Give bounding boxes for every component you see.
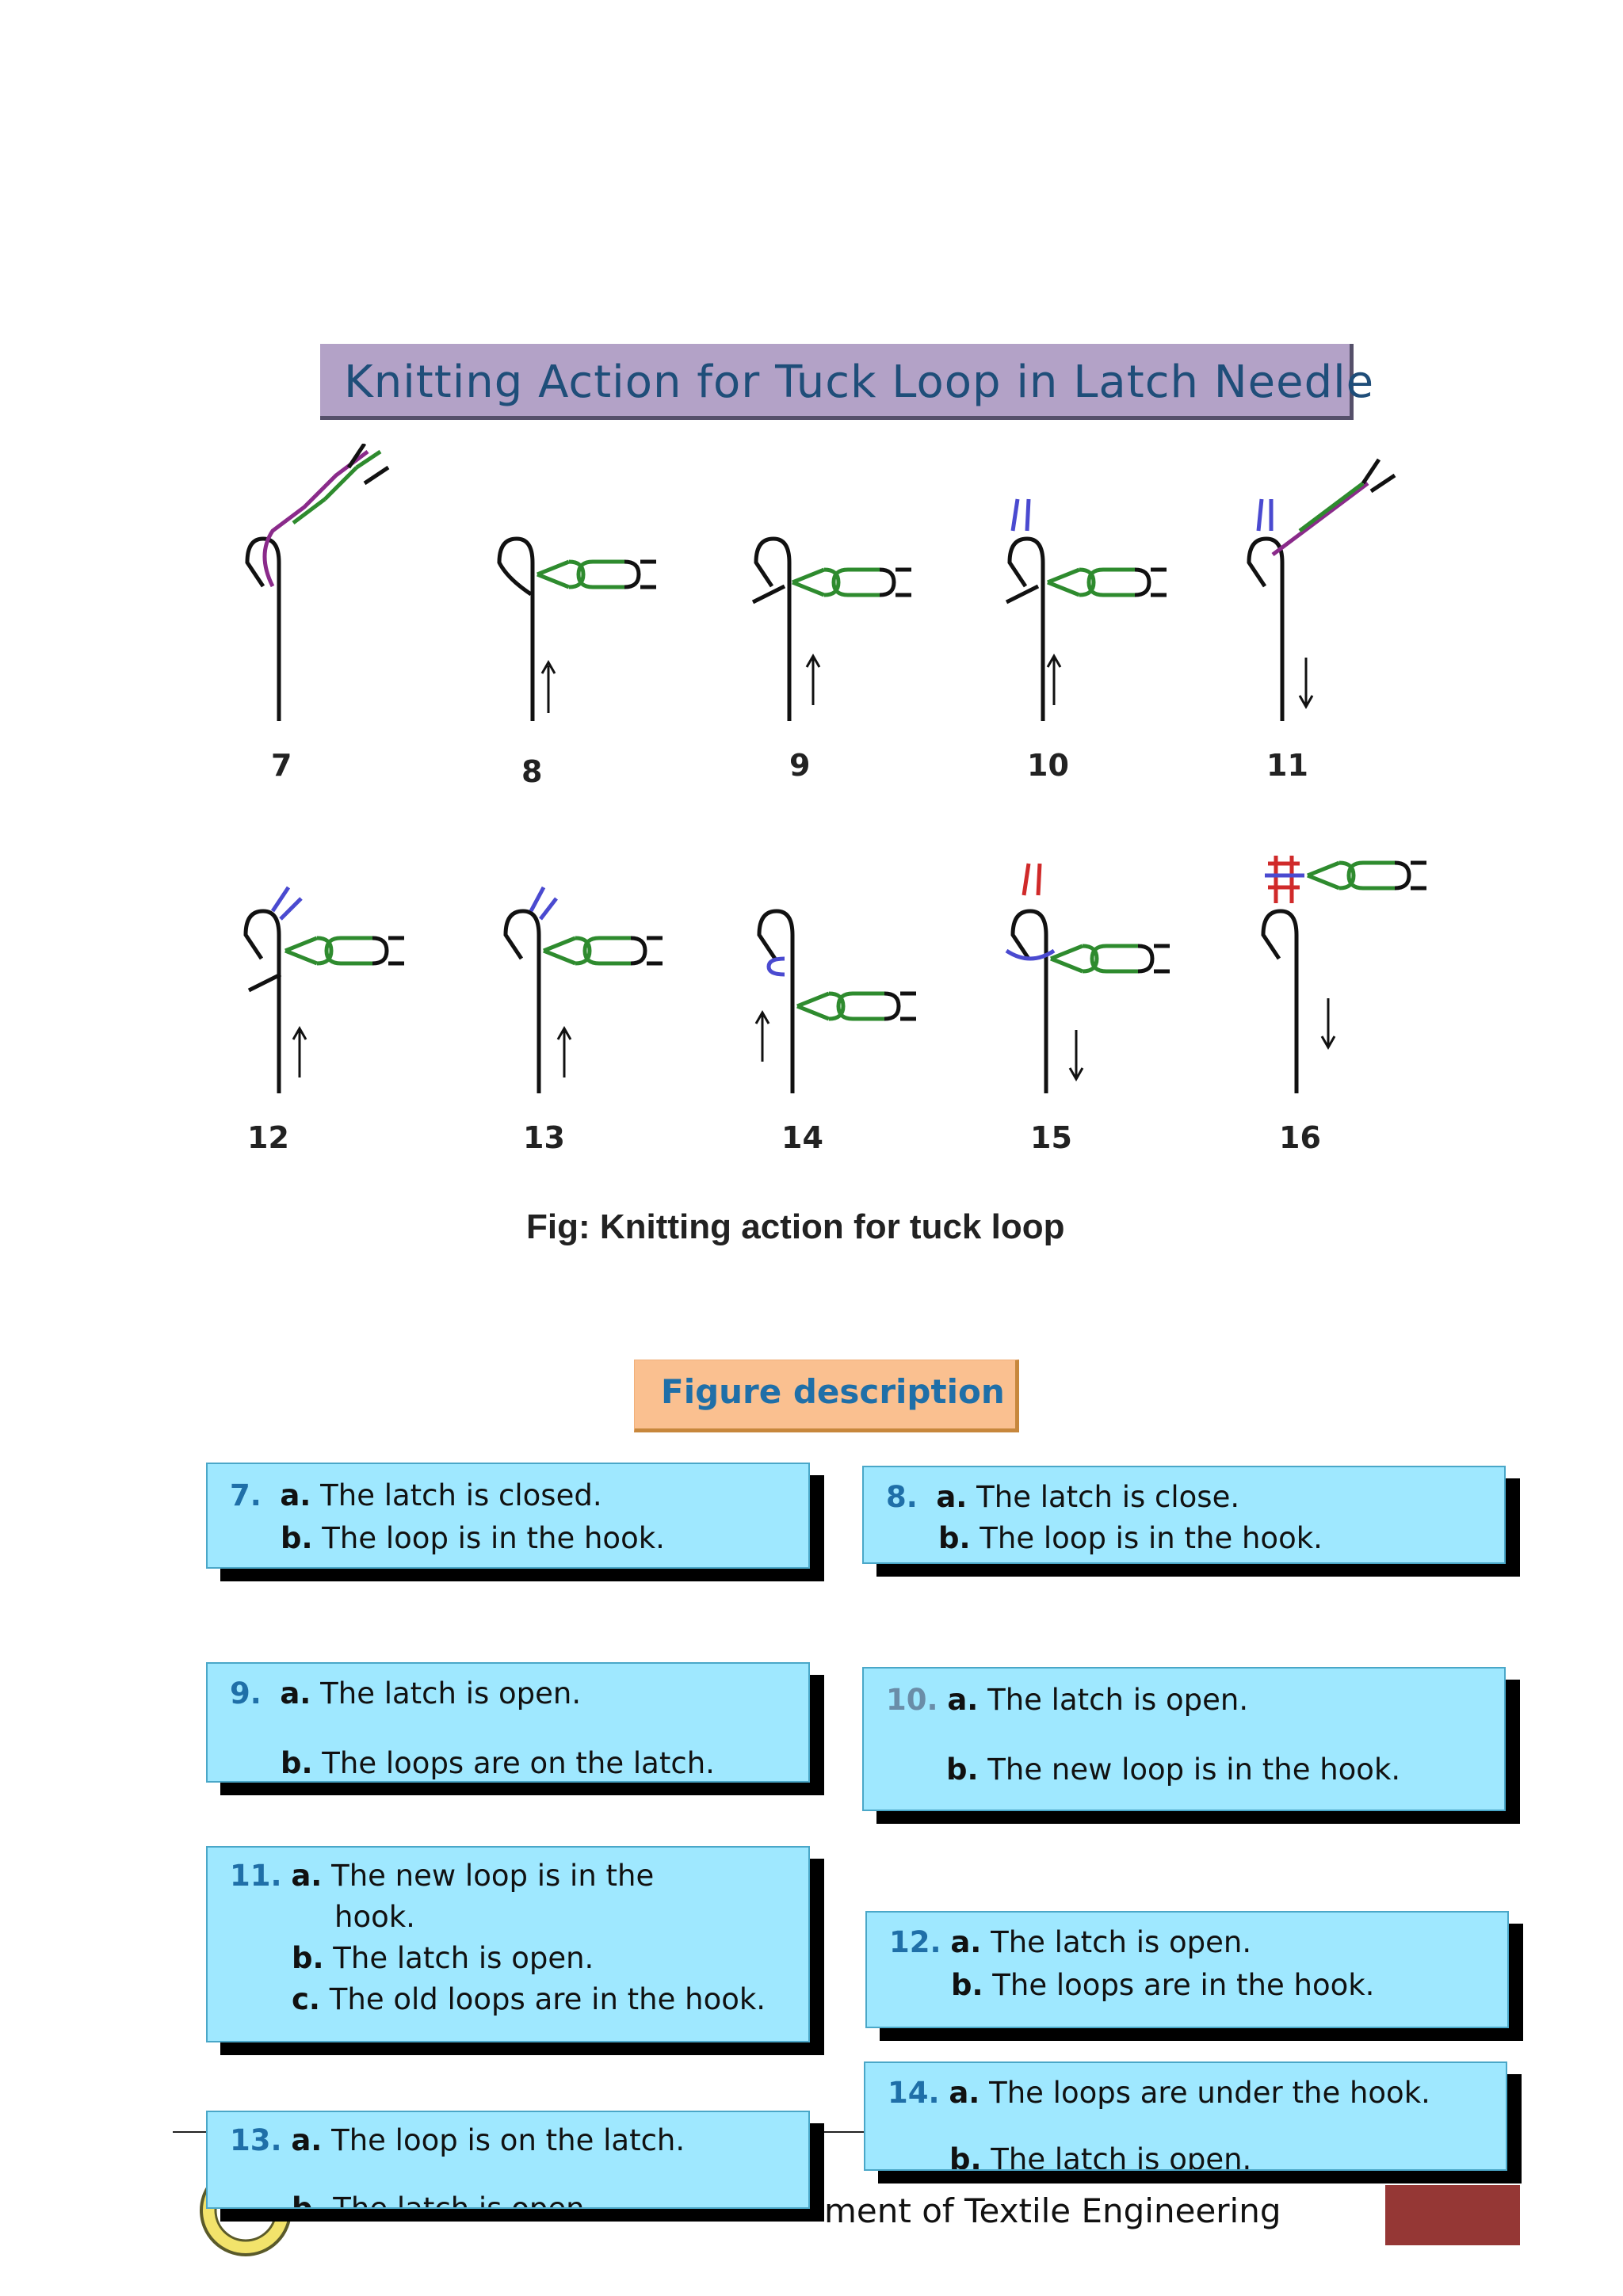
item-text: The loops are in the hook. bbox=[983, 1968, 1375, 2002]
description-card-12: 12. a. The latch is open. b. The loops a… bbox=[865, 1911, 1509, 2028]
item-letter: b. bbox=[281, 1521, 313, 1555]
step-label-10: 10 bbox=[1027, 748, 1069, 783]
item-text: The loops are on the latch. bbox=[312, 1746, 715, 1780]
step-label-14: 14 bbox=[781, 1120, 823, 1155]
item-letter: b. bbox=[938, 1521, 971, 1555]
item-letter: b. bbox=[946, 1753, 979, 1787]
item-letter: b. bbox=[292, 2191, 324, 2209]
item-text: The loop is in the hook. bbox=[970, 1521, 1323, 1555]
item-text: The new loop is in the bbox=[322, 1859, 655, 1893]
item-letter: a. bbox=[936, 1480, 968, 1514]
description-card-11: 11. a. The new loop is in the hook. b. T… bbox=[206, 1846, 810, 2042]
step-label-13: 13 bbox=[523, 1120, 565, 1155]
item-letter: a. bbox=[291, 2123, 323, 2157]
item-text: The latch is closed. bbox=[311, 1478, 602, 1512]
description-card-10: 10. a. The latch is open. b. The new loo… bbox=[862, 1667, 1506, 1811]
description-card-13: 13. a. The loop is on the latch. b. The … bbox=[206, 2111, 810, 2209]
item-text: The latch is open. bbox=[311, 1676, 582, 1711]
step-label-16: 16 bbox=[1279, 1120, 1321, 1155]
step-label-11: 11 bbox=[1266, 748, 1308, 783]
card-number: 10. bbox=[886, 1683, 938, 1717]
diagram-step-16 bbox=[1261, 856, 1426, 1093]
card-number: 13. bbox=[230, 2123, 282, 2157]
item-letter: a. bbox=[950, 1925, 982, 1959]
item-text: The latch is open. bbox=[978, 1683, 1249, 1717]
item-letter: b. bbox=[292, 1941, 324, 1975]
diagram-step-15 bbox=[1005, 863, 1170, 1093]
item-text: The new loop is in the hook. bbox=[978, 1753, 1401, 1787]
knitting-diagram bbox=[243, 444, 1490, 1093]
card-number: 9. bbox=[230, 1676, 262, 1711]
card-number: 12. bbox=[889, 1925, 941, 1959]
step-label-12: 12 bbox=[247, 1120, 289, 1155]
item-letter: a. bbox=[291, 1859, 323, 1893]
figure-caption: Fig: Knitting action for tuck loop bbox=[526, 1207, 1065, 1246]
figure-description-label: Figure description bbox=[661, 1372, 1005, 1411]
item-letter: a. bbox=[280, 1478, 311, 1512]
description-card-7: 7. a. The latch is closed. b. The loop i… bbox=[206, 1463, 810, 1569]
description-card-9: 9. a. The latch is open. b. The loops ar… bbox=[206, 1662, 810, 1783]
diagram-step-14 bbox=[754, 909, 916, 1093]
diagram-step-8 bbox=[497, 536, 656, 721]
step-label-7: 7 bbox=[271, 748, 292, 783]
card-number: 7. bbox=[230, 1478, 262, 1512]
item-letter: b. bbox=[281, 1746, 313, 1780]
step-label-15: 15 bbox=[1030, 1120, 1072, 1155]
card-number: 8. bbox=[886, 1480, 918, 1514]
step-label-8: 8 bbox=[521, 754, 543, 789]
item-text: The latch is open. bbox=[323, 1941, 594, 1975]
step-label-9: 9 bbox=[789, 748, 811, 783]
item-text: The old loops are in the hook. bbox=[320, 1982, 766, 2016]
item-text: The loops are under the hook. bbox=[980, 2076, 1430, 2110]
diagram-step-11 bbox=[1247, 458, 1396, 721]
item-text: The latch is open. bbox=[981, 2142, 1252, 2171]
title-banner bbox=[320, 344, 1354, 420]
item-text: hook. bbox=[334, 1900, 415, 1934]
item-text: The loop is in the hook. bbox=[312, 1521, 665, 1555]
item-letter: a. bbox=[280, 1676, 311, 1711]
figure-description-banner bbox=[634, 1360, 1019, 1432]
card-number: 11. bbox=[230, 1859, 282, 1893]
item-text: The latch is open. bbox=[981, 1925, 1252, 1959]
diagram-step-9 bbox=[751, 536, 911, 721]
footer-department: ment of Textile Engineering bbox=[824, 2191, 1281, 2230]
item-text: The latch is close. bbox=[967, 1480, 1240, 1514]
item-text: The loop is on the latch. bbox=[322, 2123, 685, 2157]
item-letter: b. bbox=[949, 2142, 982, 2171]
item-letter: c. bbox=[292, 1982, 320, 2016]
footer-page-block bbox=[1385, 2185, 1520, 2245]
diagram-step-10 bbox=[1005, 498, 1167, 721]
description-card-8: 8. a. The latch is close. b. The loop is… bbox=[862, 1466, 1506, 1564]
page-title: Knitting Action for Tuck Loop in Latch N… bbox=[344, 357, 1375, 408]
item-text: The latch is open. bbox=[323, 2191, 594, 2209]
diagram-step-7 bbox=[245, 444, 390, 721]
item-letter: b. bbox=[951, 1968, 983, 2002]
item-letter: a. bbox=[947, 1683, 979, 1717]
item-letter: a. bbox=[949, 2076, 980, 2110]
description-card-14: 14. a. The loops are under the hook. b. … bbox=[864, 2061, 1507, 2171]
diagram-step-13 bbox=[503, 886, 663, 1093]
card-number: 14. bbox=[888, 2076, 940, 2110]
diagram-step-12 bbox=[243, 886, 404, 1093]
